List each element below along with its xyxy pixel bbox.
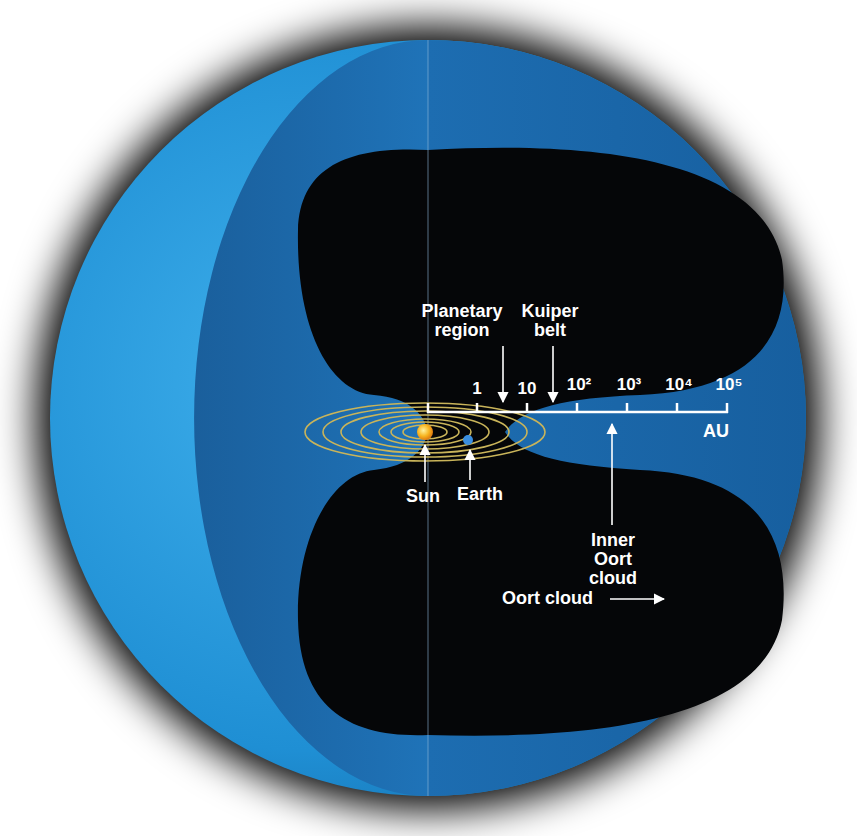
au-scale <box>427 403 728 413</box>
interior-void-left <box>298 149 428 735</box>
earth-symbol <box>463 435 473 445</box>
region-label: Inner Oort cloud <box>581 531 645 588</box>
region-label: Kuiper belt <box>515 302 585 340</box>
outer-sphere <box>50 40 806 796</box>
unit-label: AU <box>696 422 736 441</box>
scale-number: 10⁴ <box>657 376 701 394</box>
scale-number: 1 <box>462 380 492 398</box>
sun-symbol <box>417 424 433 440</box>
object-label: Earth <box>450 485 510 504</box>
object-label: Sun <box>401 487 445 506</box>
dark-halo <box>36 26 820 810</box>
leader-arrows <box>425 346 664 599</box>
region-label: Oort cloud <box>502 589 606 608</box>
scale-number: 10² <box>557 376 601 394</box>
scale-number: 10³ <box>607 376 651 394</box>
region-label: Planetary region <box>407 302 517 340</box>
interior-void-right <box>428 148 784 736</box>
cut-edge <box>428 40 429 796</box>
scale-number: 10 <box>509 380 545 398</box>
scale-number: 10⁵ <box>707 376 751 394</box>
